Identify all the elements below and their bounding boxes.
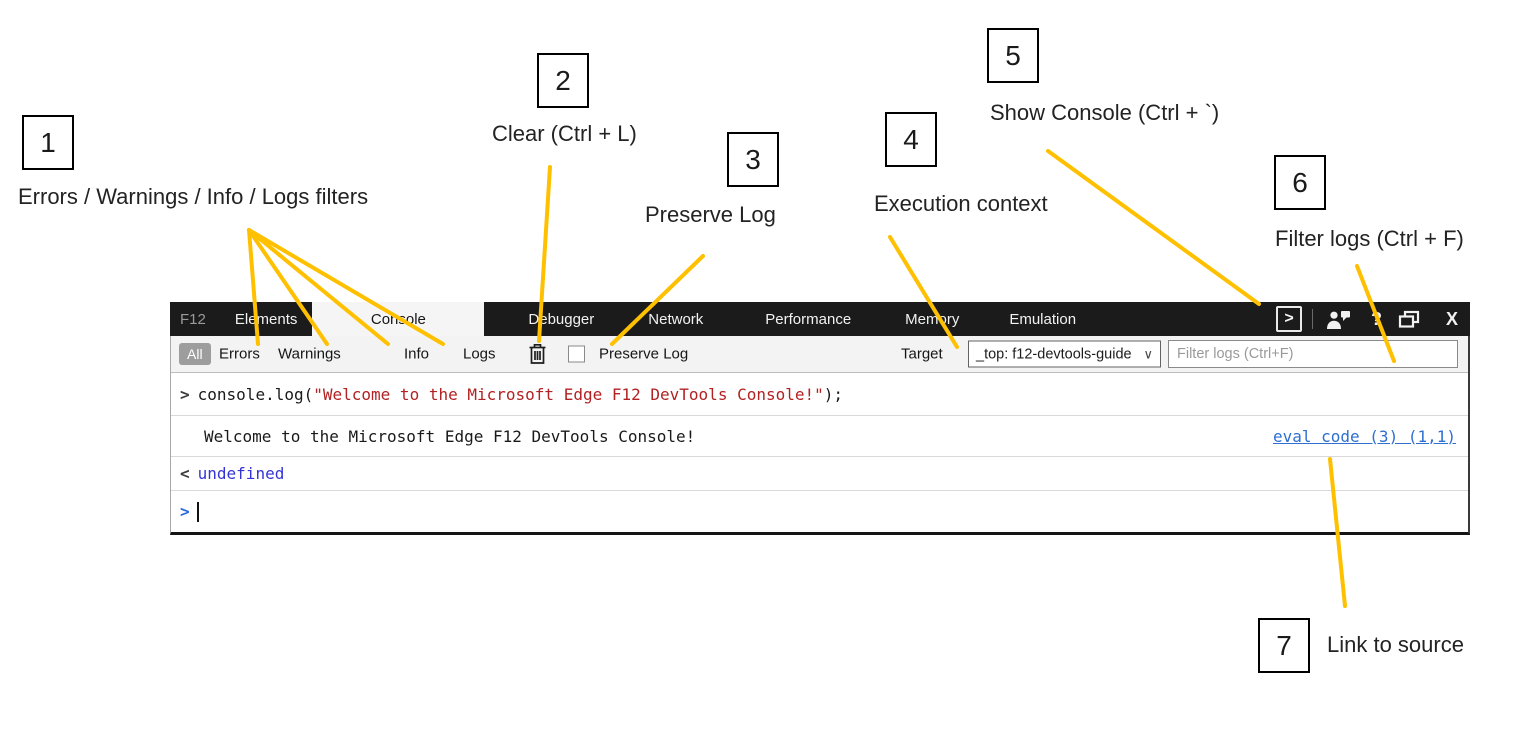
tab-elements[interactable]: Elements (234, 310, 298, 328)
code-prefix: console.log( (197, 384, 314, 404)
callout-number: 5 (1005, 39, 1021, 71)
devtools-window: F12 Elements Console Debugger Network Pe… (170, 302, 1470, 535)
devtools-tabbar: F12 Elements Console Debugger Network Pe… (170, 302, 1470, 336)
console-log-row: Welcome to the Microsoft Edge F12 DevToo… (171, 416, 1468, 457)
callout-box-4: 4 (885, 112, 937, 167)
input-chevron-icon: > (180, 384, 190, 404)
help-icon[interactable]: ? (1370, 308, 1382, 329)
callout-box-1: 1 (22, 115, 74, 170)
callout-box-5: 5 (987, 28, 1039, 83)
callout-box-2: 2 (537, 53, 589, 108)
code-string-literal: "Welcome to the Microsoft Edge F12 DevTo… (313, 384, 824, 404)
callout-line-show-console (1046, 149, 1261, 306)
preserve-log-checkbox[interactable] (568, 345, 585, 363)
text-cursor (196, 501, 199, 522)
console-result-row: < undefined (171, 457, 1468, 491)
callout-number: 1 (40, 126, 56, 158)
callout-label-exec-context: Execution context (874, 191, 1048, 216)
filter-logs-button[interactable]: Logs (463, 345, 496, 363)
callout-number: 6 (1292, 166, 1308, 198)
show-console-glyph: > (1284, 310, 1294, 327)
show-console-icon[interactable]: > (1275, 306, 1302, 332)
callout-label-filters: Errors / Warnings / Info / Logs filters (18, 184, 369, 209)
feedback-person-icon[interactable] (1325, 310, 1351, 329)
filter-logs-input[interactable] (1168, 340, 1458, 368)
code-suffix: ); (823, 384, 844, 404)
filter-errors-button[interactable]: Errors (219, 345, 260, 363)
close-icon[interactable]: X (1445, 308, 1458, 329)
log-message: Welcome to the Microsoft Edge F12 DevToo… (204, 426, 696, 446)
tab-console[interactable]: Console (312, 302, 485, 336)
execution-context-value: _top: f12-devtools-guide (976, 346, 1132, 362)
callout-label-show-console: Show Console (Ctrl + `) (990, 100, 1220, 125)
tab-performance[interactable]: Performance (765, 310, 852, 328)
callout-number: 2 (555, 64, 571, 96)
target-label: Target (901, 345, 943, 363)
filter-all-button[interactable]: All (179, 343, 211, 365)
result-chevron-icon: < (180, 464, 190, 483)
callout-label-filter-logs: Filter logs (Ctrl + F) (1275, 226, 1464, 251)
chevron-down-icon: ∨ (1143, 346, 1153, 361)
tab-debugger[interactable]: Debugger (528, 310, 595, 328)
tab-memory[interactable]: Memory (905, 310, 960, 328)
clear-trash-icon[interactable] (528, 343, 547, 365)
filter-warnings-button[interactable]: Warnings (278, 345, 341, 363)
f12-logo: F12 (180, 310, 206, 328)
callout-number: 7 (1276, 629, 1292, 661)
devtools-body: All Errors Warnings Info Logs Preserve L… (170, 336, 1470, 535)
callout-box-3: 3 (727, 132, 779, 187)
callout-box-7: 7 (1258, 618, 1310, 673)
unpin-window-icon[interactable] (1398, 310, 1420, 329)
result-value: undefined (197, 464, 285, 483)
console-toolbar: All Errors Warnings Info Logs Preserve L… (171, 336, 1468, 373)
filter-info-button[interactable]: Info (404, 345, 430, 363)
callout-label-link-source: Link to source (1327, 632, 1464, 657)
preserve-log-label: Preserve Log (599, 345, 689, 363)
execution-context-dropdown[interactable]: _top: f12-devtools-guide ∨ (968, 340, 1161, 368)
icon-separator (1311, 309, 1313, 329)
tabbar-icon-cluster: > ? X (1275, 302, 1470, 336)
echoed-code: console.log("Welcome to the Microsoft Ed… (198, 385, 843, 404)
callout-label-preserve-log: Preserve Log (645, 202, 776, 227)
prompt-chevron-icon: > (180, 502, 190, 521)
source-link[interactable]: eval code (3) (1,1) (1272, 426, 1456, 446)
callout-number: 4 (903, 123, 919, 155)
callout-label-clear: Clear (Ctrl + L) (492, 121, 637, 146)
tab-emulation[interactable]: Emulation (1009, 310, 1077, 328)
console-prompt-row[interactable]: > (171, 491, 1468, 532)
callout-number: 3 (745, 143, 761, 175)
tab-network[interactable]: Network (648, 310, 704, 328)
callout-box-6: 6 (1274, 155, 1326, 210)
console-input-echo-row: > console.log("Welcome to the Microsoft … (171, 373, 1468, 416)
